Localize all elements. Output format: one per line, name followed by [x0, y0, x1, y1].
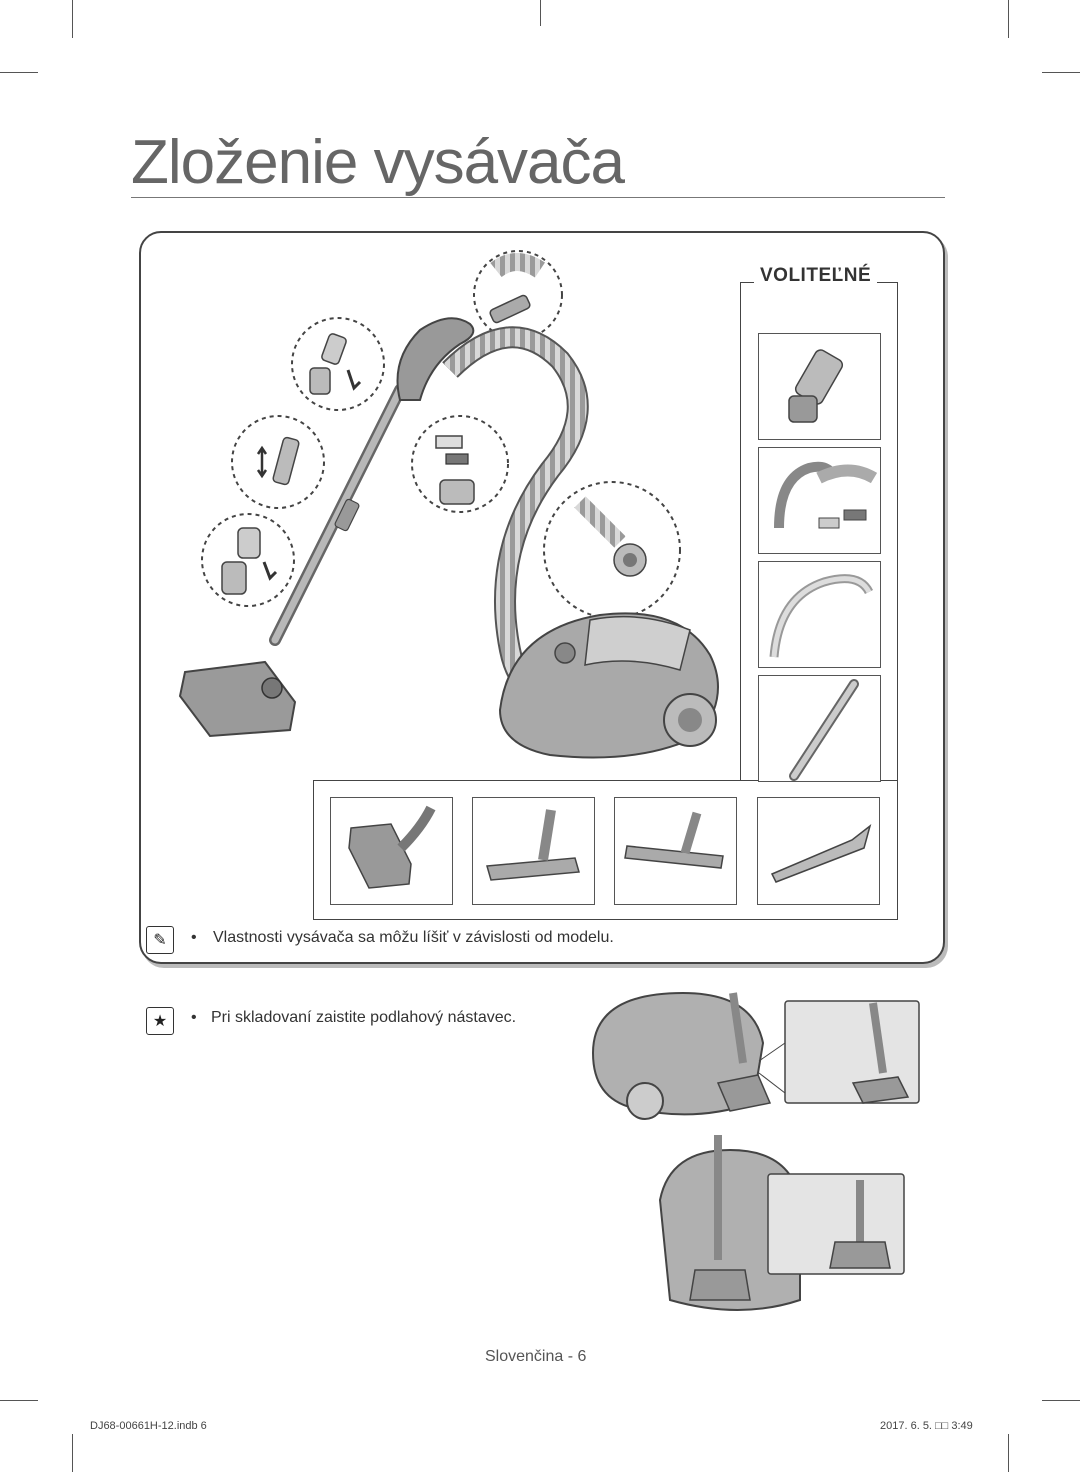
note-bullet: • — [191, 929, 197, 946]
turbo-nozzle-icon — [348, 805, 436, 889]
tube-icon — [789, 679, 859, 781]
accessory-thumb-hose — [758, 561, 881, 668]
accessory-thumb-tube — [758, 675, 881, 782]
storage-horizontal-illustration — [591, 991, 920, 1120]
crop-mark-top-left-v — [72, 0, 73, 38]
accessory-thumb-handle-kit — [758, 447, 881, 554]
vacuum-assembly-illustration — [178, 250, 719, 759]
title-rule — [131, 197, 945, 198]
adapter-icon — [788, 349, 844, 423]
nozzle-accessories-frame — [313, 780, 898, 920]
nozzle-thumb-crevice — [757, 797, 880, 905]
crop-mark-top-right-h — [1042, 72, 1080, 73]
crop-mark-bottom-right-v — [1008, 1434, 1009, 1472]
nozzle-thumb-parquet — [614, 797, 737, 905]
storage-vertical-illustration — [658, 1135, 905, 1311]
nozzle-thumb-turbo — [330, 797, 453, 905]
page-footer: Slovenčina - 6 — [485, 1348, 587, 1365]
page-title: Zloženie vysávača — [131, 128, 625, 197]
storage-tip: Pri skladovaní zaistite podlahový nástav… — [211, 1009, 517, 1026]
crevice-tool-icon — [770, 824, 872, 883]
handle-kit-icon — [774, 461, 878, 529]
print-date-info: 2017. 6. 5. □□ 3:49 — [880, 1420, 973, 1432]
crop-mark-bottom-left-v — [72, 1434, 73, 1472]
crop-mark-bottom-left-h — [0, 1400, 38, 1401]
hose-icon — [769, 574, 874, 658]
tip-bullet: • — [191, 1009, 197, 1026]
model-variation-note: Vlastnosti vysávača sa môžu líšiť v závi… — [213, 929, 614, 946]
star-icon: ★ — [146, 1007, 174, 1035]
print-file-info: DJ68-00661H-12.indb 6 — [90, 1420, 207, 1432]
crop-mark-top-right-v — [1008, 0, 1009, 38]
crop-mark-top-center — [540, 0, 541, 26]
crop-mark-bottom-right-h — [1042, 1400, 1080, 1401]
accessory-thumb-adapter — [758, 333, 881, 440]
floor-brush-icon — [486, 809, 580, 881]
optional-label: VOLITEĽNÉ — [754, 265, 878, 287]
nozzle-thumb-floor-brush — [472, 797, 595, 905]
parquet-nozzle-icon — [624, 811, 724, 869]
crop-mark-top-left-h — [0, 72, 38, 73]
note-pencil-icon: ✎ — [146, 926, 174, 954]
